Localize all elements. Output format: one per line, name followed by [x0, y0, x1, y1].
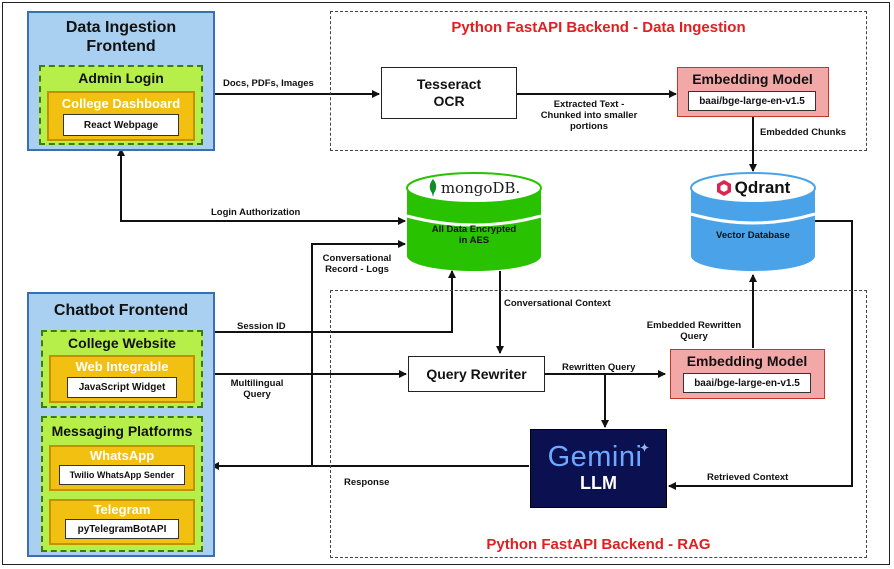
backend-rag-region: Python FastAPI Backend - RAG — [330, 290, 867, 558]
label-extracted-2: Chunked into smaller — [540, 110, 638, 121]
ingestion-frontend-title-2: Frontend — [86, 38, 156, 55]
arrow-retrieved-context — [668, 220, 853, 490]
web-integrable-box: Web Integrable JavaScript Widget — [49, 355, 195, 403]
label-conv-record-2: Record - Logs — [325, 264, 389, 275]
messaging-platforms-box: Messaging Platforms WhatsApp Twilio What… — [41, 416, 203, 552]
gemini-llm-box: Gemini LLM — [530, 429, 667, 508]
label-rewritten-query: Rewritten Query — [562, 362, 636, 373]
whatsapp-box: WhatsApp Twilio WhatsApp Sender — [49, 445, 195, 491]
pytelegrambotapi: pyTelegramBotAPI — [65, 519, 179, 539]
qdrant-hexagon-icon — [716, 180, 731, 196]
arrow-login-authorization — [117, 148, 406, 225]
qdrant-cylinder — [690, 172, 816, 271]
label-multilingual-2: Query — [243, 389, 271, 400]
embedding-ingestion-title: Embedding Model — [692, 71, 813, 87]
label-conversational-record: Conversational Record - Logs — [317, 253, 397, 275]
backend-ingestion-title: Python FastAPI Backend - Data Ingestion — [451, 18, 746, 36]
admin-login-label: Admin Login — [78, 70, 164, 86]
label-session-id: Session ID — [237, 321, 286, 332]
embedding-model-rag: Embedding Model baai/bge-large-en-v1.5 — [670, 349, 825, 399]
embedding-ingestion-model: baai/bge-large-en-v1.5 — [688, 91, 816, 111]
embedding-model-ingestion: Embedding Model baai/bge-large-en-v1.5 — [677, 67, 829, 117]
telegram-label: Telegram — [93, 502, 151, 517]
label-multilingual-1: Multilingual — [230, 378, 284, 389]
arrow-session-id — [210, 270, 456, 333]
backend-rag-title: Python FastAPI Backend - RAG — [486, 535, 711, 553]
chatbot-frontend-title: Chatbot Frontend — [53, 302, 189, 319]
web-integrable-label: Web Integrable — [75, 358, 169, 374]
mongodb-logo: mongoDB. — [414, 177, 534, 199]
react-webpage: React Webpage — [63, 114, 179, 136]
twilio-whatsapp-sender: Twilio WhatsApp Sender — [59, 465, 185, 485]
mongodb-logo-text: mongoDB. — [440, 179, 521, 197]
mongodb-line-1: All Data Encrypted — [431, 224, 517, 235]
ocr-label-2: OCR — [433, 93, 465, 109]
tesseract-ocr-box: Tesseract OCR — [381, 67, 517, 119]
label-embedded-rewritten-query: Embedded Rewritten Query — [638, 320, 750, 342]
label-embedded-chunks: Embedded Chunks — [760, 127, 847, 138]
whatsapp-label: WhatsApp — [89, 448, 155, 463]
llm-label: LLM — [580, 473, 617, 493]
javascript-widget: JavaScript Widget — [67, 377, 177, 398]
qdrant-database: Qdrant Vector Database — [690, 172, 816, 272]
embedding-rag-title: Embedding Model — [686, 353, 808, 369]
chatbot-frontend: Chatbot Frontend College Website Web Int… — [27, 292, 215, 557]
label-conv-record-1: Conversational — [322, 253, 392, 264]
mongodb-cylinder — [406, 172, 542, 271]
messaging-platforms-label: Messaging Platforms — [51, 423, 193, 439]
ingestion-frontend-title-1: Data Ingestion — [65, 19, 177, 36]
label-multilingual-query: Multilingual Query — [222, 378, 292, 400]
data-ingestion-frontend: Data Ingestion Frontend Admin Login Coll… — [27, 11, 215, 151]
gemini-sparkle-icon — [640, 443, 650, 452]
label-retrieved-context: Retrieved Context — [707, 472, 789, 483]
arrow-conversational-record — [311, 240, 406, 466]
college-dashboard-label: College Dashboard — [61, 95, 181, 111]
label-embedded-rewritten-1: Embedded Rewritten — [646, 320, 742, 331]
backend-ingestion-region: Python FastAPI Backend - Data Ingestion — [330, 11, 867, 151]
mongodb-line-2: in AES — [458, 235, 490, 246]
embedding-rag-model: baai/bge-large-en-v1.5 — [683, 373, 811, 393]
gemini-logo-text: Gemini — [547, 441, 643, 473]
college-website-label: College Website — [68, 335, 176, 351]
label-extracted-3: portions — [570, 121, 608, 132]
query-rewriter-box: Query Rewriter — [408, 356, 545, 392]
ocr-label-1: Tesseract — [416, 76, 482, 92]
mongodb-database: mongoDB. All Data Encrypted in AES — [406, 172, 542, 272]
label-docs: Docs, PDFs, Images — [223, 78, 314, 89]
gemini-logo: Gemini — [547, 441, 650, 473]
college-dashboard-box: College Dashboard React Webpage — [47, 91, 195, 141]
label-response: Response — [344, 477, 390, 488]
qdrant-logo-text: Qdrant — [734, 178, 791, 197]
label-conversational-context: Conversational Context — [504, 298, 611, 309]
admin-login-box: Admin Login College Dashboard React Webp… — [39, 65, 203, 145]
mongodb-encryption-label: All Data Encrypted in AES — [410, 224, 538, 246]
label-extracted-text: Extracted Text - Chunked into smaller po… — [528, 99, 650, 132]
telegram-box: Telegram pyTelegramBotAPI — [49, 499, 195, 545]
label-login-authorization: Login Authorization — [211, 207, 301, 218]
mongodb-leaf-icon — [429, 179, 437, 197]
qdrant-label: Vector Database — [716, 230, 790, 241]
qdrant-logo: Qdrant — [696, 177, 810, 199]
college-website-box: College Website Web Integrable JavaScrip… — [41, 330, 203, 408]
label-embedded-rewritten-2: Query — [680, 331, 708, 342]
label-extracted-1: Extracted Text - — [553, 99, 625, 110]
